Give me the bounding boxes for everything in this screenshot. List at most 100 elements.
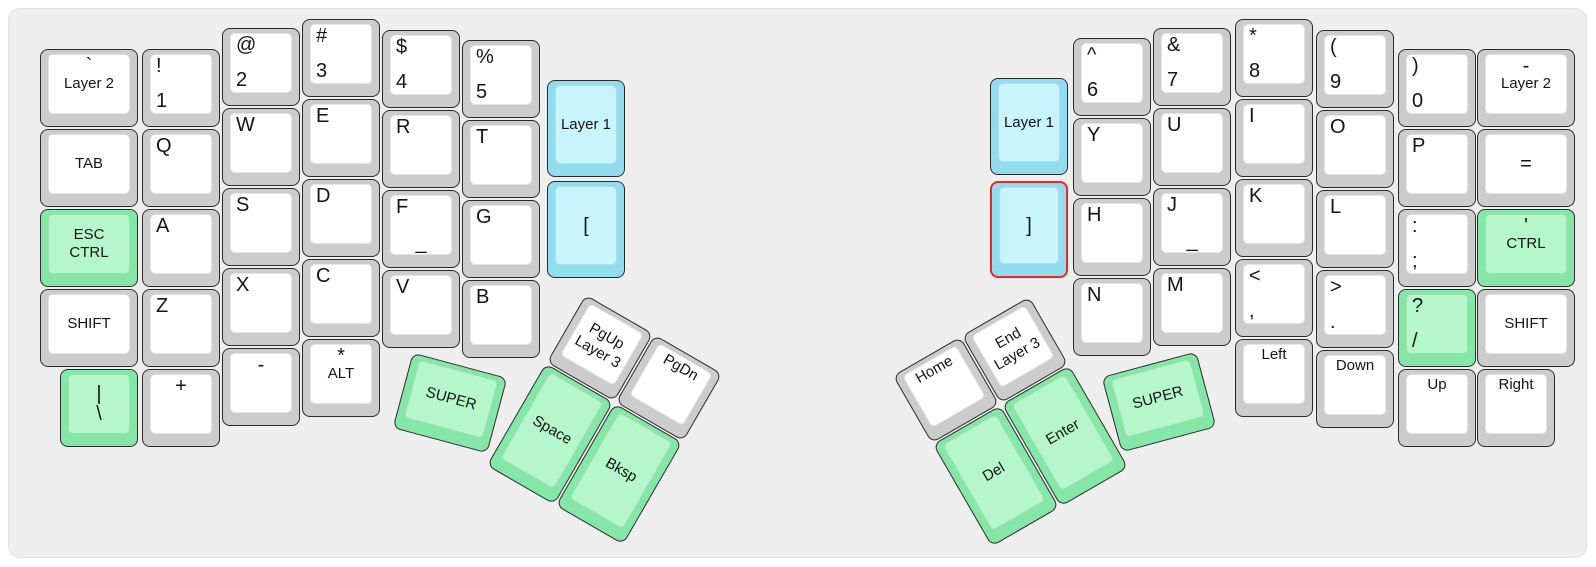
key-label: 5 (476, 81, 488, 103)
key-a[interactable]: A (142, 209, 220, 287)
key-left-bracket[interactable]: [ (547, 181, 625, 278)
key-right-bracket[interactable]: ] (990, 181, 1068, 278)
keycap-top: *8 (1243, 24, 1305, 84)
key-label: Enter (1042, 415, 1083, 449)
key-1-exclam[interactable]: !1 (142, 49, 220, 127)
key-6-caret[interactable]: ^6 (1073, 38, 1151, 116)
key-period[interactable]: >. (1316, 270, 1394, 348)
key-arrow-right[interactable]: Right (1477, 369, 1555, 447)
key-label: Layer 1 (560, 115, 612, 133)
key-label: 7 (1167, 69, 1179, 91)
key-g[interactable]: G (462, 200, 540, 278)
key-arrow-down[interactable]: Down (1316, 350, 1394, 428)
keycap-top: H (1081, 203, 1143, 263)
key-r[interactable]: R (382, 110, 460, 188)
key-label: ALT (327, 365, 355, 382)
key-label: G (476, 206, 492, 228)
key-arrow-up[interactable]: Up (1398, 369, 1476, 447)
keycap-top: Home (902, 345, 986, 429)
key-arrow-left[interactable]: Left (1235, 339, 1313, 417)
key-layer1-left[interactable]: Layer 1 (547, 80, 625, 177)
key-2-at[interactable]: @2 (222, 28, 300, 106)
key-c[interactable]: C (302, 259, 380, 337)
key-b[interactable]: B (462, 280, 540, 358)
key-q[interactable]: Q (142, 129, 220, 207)
keycap-top: SUPER (403, 359, 499, 439)
key-shift-right[interactable]: SHIFT (1477, 289, 1575, 367)
key-7-amp[interactable]: &7 (1153, 28, 1231, 106)
key-esc-ctrl[interactable]: ESC CTRL (40, 209, 138, 287)
key-3-hash[interactable]: #3 (302, 19, 380, 97)
key-m[interactable]: M (1153, 268, 1231, 346)
key-label: % (476, 46, 494, 68)
key-quote-ctrl[interactable]: 'CTRL (1477, 209, 1575, 287)
key-tab[interactable]: TAB (40, 129, 138, 207)
keycap-top: + (150, 374, 212, 434)
key-0-paren[interactable]: )0 (1398, 49, 1476, 127)
keycap-top: (9 (1324, 35, 1386, 95)
key-u[interactable]: U (1153, 108, 1231, 186)
key-y[interactable]: Y (1073, 118, 1151, 196)
key-star-alt[interactable]: *ALT (302, 339, 380, 417)
key-4-dollar[interactable]: $4 (382, 30, 460, 108)
key-v[interactable]: V (382, 270, 460, 348)
key-label: N (1087, 284, 1102, 306)
key-colon-semicolon[interactable]: :; (1398, 209, 1476, 287)
keycap-top: Right (1485, 374, 1547, 434)
keycap-top: | \ (68, 374, 130, 434)
key-o[interactable]: O (1316, 110, 1394, 188)
key-n[interactable]: N (1073, 278, 1151, 356)
key-l[interactable]: L (1316, 190, 1394, 268)
key-i[interactable]: I (1235, 99, 1313, 177)
key-x[interactable]: X (222, 268, 300, 346)
key-plus[interactable]: + (142, 369, 220, 447)
keycap-top: I (1243, 104, 1305, 164)
key-t[interactable]: T (462, 120, 540, 198)
key-8-star[interactable]: *8 (1235, 19, 1313, 97)
keycap-top: Layer 1 (555, 85, 617, 164)
keycap-top: `Layer 2 (48, 54, 130, 114)
key-j-homing[interactable]: J_ (1153, 188, 1231, 266)
key-z[interactable]: Z (142, 289, 220, 367)
key-label: SHIFT (67, 315, 111, 332)
key-layer1-right[interactable]: Layer 1 (990, 78, 1068, 175)
key-h[interactable]: H (1073, 198, 1151, 276)
key-label: Q (156, 135, 172, 157)
key-label: V (396, 276, 410, 298)
key-label: PgDn (660, 350, 702, 385)
key-f-homing[interactable]: F_ (382, 190, 460, 268)
key-k[interactable]: K (1235, 179, 1313, 257)
key-w[interactable]: W (222, 108, 300, 186)
key-label: + (175, 375, 187, 397)
key-p[interactable]: P (1398, 129, 1476, 207)
key-pipe-backslash[interactable]: | \ (60, 369, 138, 447)
key-equals[interactable]: = (1477, 129, 1575, 207)
keycap-top: SUPER (1110, 358, 1206, 438)
key-minus-layer2[interactable]: -Layer 2 (1477, 49, 1575, 127)
keycap-top: D (310, 184, 372, 244)
key-comma[interactable]: <, (1235, 259, 1313, 337)
key-9-paren[interactable]: (9 (1316, 30, 1394, 108)
key-label: SHIFT (1504, 315, 1548, 332)
key-d[interactable]: D (302, 179, 380, 257)
key-label: Down (1335, 357, 1375, 374)
key-super-left[interactable]: SUPER (392, 352, 508, 454)
key-label: 8 (1249, 60, 1261, 82)
key-shift-left[interactable]: SHIFT (40, 289, 138, 367)
key-s[interactable]: S (222, 188, 300, 266)
key-super-right[interactable]: SUPER (1101, 351, 1217, 453)
key-5-percent[interactable]: %5 (462, 40, 540, 118)
key-label: > (1330, 276, 1342, 298)
key-label: . (1330, 311, 1336, 333)
key-minus-left[interactable]: - (222, 348, 300, 426)
key-label: / (1412, 330, 1418, 352)
keycap-top: X (230, 273, 292, 333)
key-label: S (236, 194, 250, 216)
key-label: E (316, 105, 330, 127)
key-question-slash[interactable]: ?/ (1398, 289, 1476, 367)
keycap-top: L (1324, 195, 1386, 255)
keycap-top: 'CTRL (1485, 214, 1567, 274)
key-e[interactable]: E (302, 99, 380, 177)
key-label: 9 (1330, 71, 1342, 93)
key-grave-layer2[interactable]: `Layer 2 (40, 49, 138, 127)
